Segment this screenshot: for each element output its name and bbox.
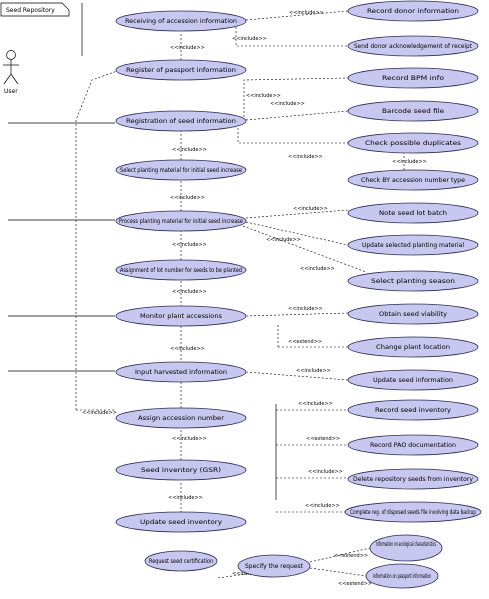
rel-label-include: <<include>>: [288, 306, 323, 312]
rel-label-include: <<include>>: [172, 147, 207, 153]
use-case-barcode[interactable]: Barcode seed file: [347, 100, 479, 122]
use-case-label: Update seed information: [373, 377, 453, 384]
rel-label-include: <<include>>: [172, 289, 207, 295]
use-case-label: Record donor information: [367, 8, 459, 15]
use-case-label: Change plant location: [376, 344, 450, 351]
use-case-label: Select planting season: [371, 278, 455, 285]
use-case-label: Complete reg. of disposed seeds file inv…: [350, 509, 476, 516]
use-case-update-selected[interactable]: Update selected planting material: [347, 234, 479, 256]
rel-label-include: <<include>>: [296, 368, 331, 374]
use-case-label: Send donor acknowledgement of receipt: [354, 43, 473, 50]
actor-association-lines: [8, 122, 115, 372]
use-case-label: Check BY accession number type: [361, 177, 465, 184]
use-case-record-bpm[interactable]: Record BPM info: [347, 67, 479, 89]
rel-label-include: <<include>>: [172, 436, 207, 442]
use-case-receive[interactable]: Receiving of accession information: [115, 10, 247, 32]
rel-label-include: <<include>>: [293, 206, 328, 212]
rel-label-include: <<include>>: [308, 469, 343, 475]
use-case-monitor[interactable]: Monitor plant accessions: [115, 305, 247, 327]
rel-label-extend: <<extend>>: [306, 436, 340, 442]
use-case-send-donor[interactable]: Send donor acknowledgement of receipt: [347, 35, 479, 57]
use-case-label: Information on passport information: [373, 573, 431, 580]
rel-label-extend: <<extend>>: [334, 553, 368, 559]
use-case-check-by[interactable]: Check BY accession number type: [347, 169, 479, 191]
rel-label-include: <<include>>: [266, 237, 301, 243]
use-case-register-seed[interactable]: Registration of seed information: [115, 110, 247, 132]
use-case-specify-request[interactable]: Specify the request: [237, 554, 311, 578]
frame-tab: Seed Repository: [0, 2, 70, 17]
rel-label-include: <<include>>: [170, 195, 205, 201]
rel-label-include: <<include>>: [170, 346, 205, 352]
rel-label-include: <<include>>: [300, 266, 335, 272]
use-case-process-planting[interactable]: Process planting material for initial se…: [115, 210, 247, 232]
use-case-update-seed-inventory[interactable]: Update seed inventory: [115, 511, 247, 533]
use-case-seed-inventory-gsr[interactable]: Seed inventory (GSR): [115, 459, 247, 481]
use-case-label: Specify the request: [245, 563, 304, 570]
use-case-select-planting[interactable]: Select planting material for initial see…: [115, 159, 247, 181]
relationship-lines: [75, 10, 405, 579]
use-case-delete-repository[interactable]: Delete repository seeds from inventory: [347, 468, 479, 490]
use-case-complete-disposed[interactable]: Complete reg. of disposed seeds file inv…: [344, 501, 482, 523]
use-case-label: Receiving of accession information: [125, 18, 237, 25]
rel-label-include: <<include>>: [82, 410, 117, 416]
use-case-label: Select planting material for initial see…: [120, 167, 242, 174]
use-case-record-inventory[interactable]: Record seed inventory: [347, 399, 479, 421]
use-case-label: Record BPM info: [382, 75, 444, 82]
use-case-label: Request seed certification: [149, 558, 213, 565]
use-case-label: Assign accession number: [138, 415, 225, 422]
use-case-note-batch[interactable]: Note seed lot batch: [347, 202, 479, 224]
rel-label-include: <<include>>: [288, 154, 323, 160]
use-case-select-season[interactable]: Select planting season: [347, 270, 479, 292]
use-case-change-location[interactable]: Change plant location: [347, 336, 479, 358]
use-case-label: Update selected planting material: [362, 242, 464, 249]
use-case-label: Process planting material for initial se…: [119, 218, 243, 225]
use-case-label: Information on ecological characteristic…: [376, 541, 436, 548]
rel-label-include: <<include>>: [298, 401, 333, 407]
use-case-record-pao[interactable]: Record PAO documentation: [347, 434, 479, 456]
rel-label-include: <<include>>: [232, 36, 267, 42]
use-case-label: Registration of seed information: [126, 118, 236, 125]
use-case-label: Record PAO documentation: [370, 442, 456, 449]
actor-label: User: [4, 88, 18, 95]
use-case-update-seed-info[interactable]: Update seed information: [347, 369, 479, 391]
use-case-label: Update seed inventory: [140, 519, 223, 526]
use-case-information-passport[interactable]: Information on passport information: [365, 563, 439, 589]
use-case-label: Check possible duplicates: [365, 140, 461, 147]
use-case-label: Register of passport information: [126, 67, 236, 74]
rel-label-include: <<include>>: [289, 10, 324, 16]
use-case-request-certification[interactable]: Request seed certification: [144, 550, 218, 572]
use-case-label: Record seed inventory: [375, 407, 452, 414]
rel-label-include: <<include>>: [392, 159, 427, 165]
use-case-information-characteristics[interactable]: Information on ecological characteristic…: [369, 534, 443, 562]
relation-labels: <<include>> <<include>> <<include>> <<in…: [82, 10, 427, 587]
rel-label-include: <<include>>: [168, 495, 203, 501]
use-case-register-passport[interactable]: Register of passport information: [115, 59, 247, 81]
frame-title: Seed Repository: [6, 7, 55, 14]
use-case-label: Delete repository seeds from inventory: [353, 476, 473, 483]
use-case-label: Input harvested information: [135, 369, 227, 376]
use-case-label: Monitor plant accessions: [140, 313, 222, 320]
use-case-label: Assignment of lot number for seeds to be…: [120, 267, 242, 274]
use-case-label: Obtain seed viability: [379, 311, 447, 318]
rel-label-extend: <<extend>>: [338, 581, 372, 587]
rel-label-include: <<include>>: [270, 101, 305, 107]
rel-label-include: <<include>>: [305, 503, 340, 509]
use-case-check-duplicates[interactable]: Check possible duplicates: [347, 132, 479, 154]
use-case-obtain-viability[interactable]: Obtain seed viability: [347, 303, 479, 325]
rel-label-include: <<include>>: [170, 45, 205, 51]
use-case-assign-lot[interactable]: Assignment of lot number for seeds to be…: [115, 259, 247, 281]
rel-label-include: <<include>>: [172, 242, 207, 248]
rel-label-extend: <<extend>>: [288, 339, 322, 345]
actor-user[interactable]: User: [3, 50, 19, 96]
use-case-record-donor[interactable]: Record donor information: [347, 0, 479, 22]
use-case-label: Note seed lot batch: [379, 210, 447, 217]
use-case-input-harvest[interactable]: Input harvested information: [115, 361, 247, 383]
rel-label-include: <<include>>: [246, 93, 281, 99]
use-case-label: Barcode seed file: [382, 108, 444, 115]
use-case-label: Seed inventory (GSR): [141, 467, 221, 474]
use-case-assign-accession[interactable]: Assign accession number: [115, 407, 247, 429]
